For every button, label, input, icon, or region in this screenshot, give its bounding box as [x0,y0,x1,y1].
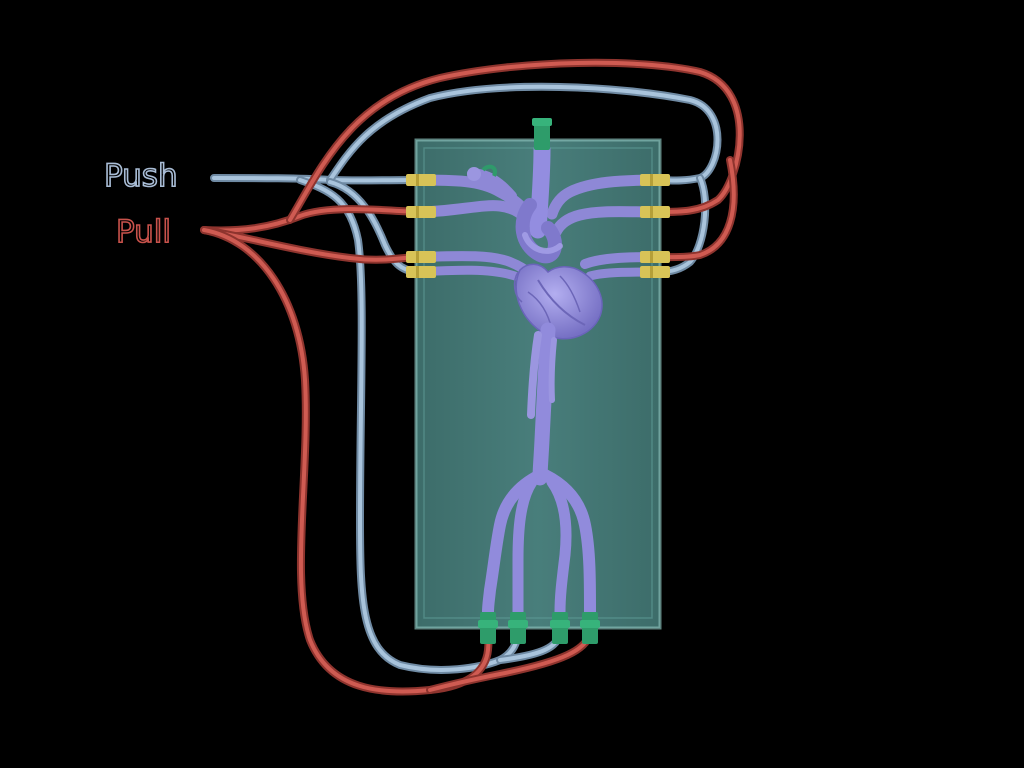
pull-tube-left-lower [200,226,420,264]
tube-connector-icon [532,118,552,150]
tube-connector-icon [640,251,670,263]
tube-connector-icon [580,612,600,644]
tube-connector-icon [550,612,570,644]
port-connectors [478,118,600,644]
right-iliac [539,469,596,618]
tube-connector-icon [406,206,436,218]
tube-connector-icon [406,266,436,278]
tube-connector-icon [640,206,670,218]
right-iliac-inner [546,476,572,618]
descending-aorta [532,322,556,486]
tube-connector-icon [508,612,528,644]
tube-connector-icon [406,174,436,186]
heart-model-icon [513,263,603,340]
pull-tube-right-lower [656,156,738,262]
pull-tube-left-loop [200,226,493,696]
pull-tube-bottom-right [426,626,594,694]
top-vessel [529,141,551,239]
push-tube-bottom-right [496,626,564,664]
tube-connector-icon [640,174,670,186]
aortic-arch [515,198,562,264]
left-iliac-inner [512,476,538,618]
pull-tube-top-loop [286,58,744,224]
right-mid-branch [550,206,666,238]
push-tube-left-lower [326,178,420,276]
tube-connector-icon [406,251,436,263]
pull-tube-left-mid [200,205,420,235]
push-tube-left-down [296,176,522,674]
tube-connector-icon [640,266,670,278]
push-label: Push [104,158,178,194]
left-iliac [482,469,546,618]
right-upper-branch [546,174,666,220]
side-connectors [406,174,670,278]
tube-connector-icon [478,612,498,644]
pull-label: Pull [116,214,171,250]
vascular-model [409,141,666,618]
